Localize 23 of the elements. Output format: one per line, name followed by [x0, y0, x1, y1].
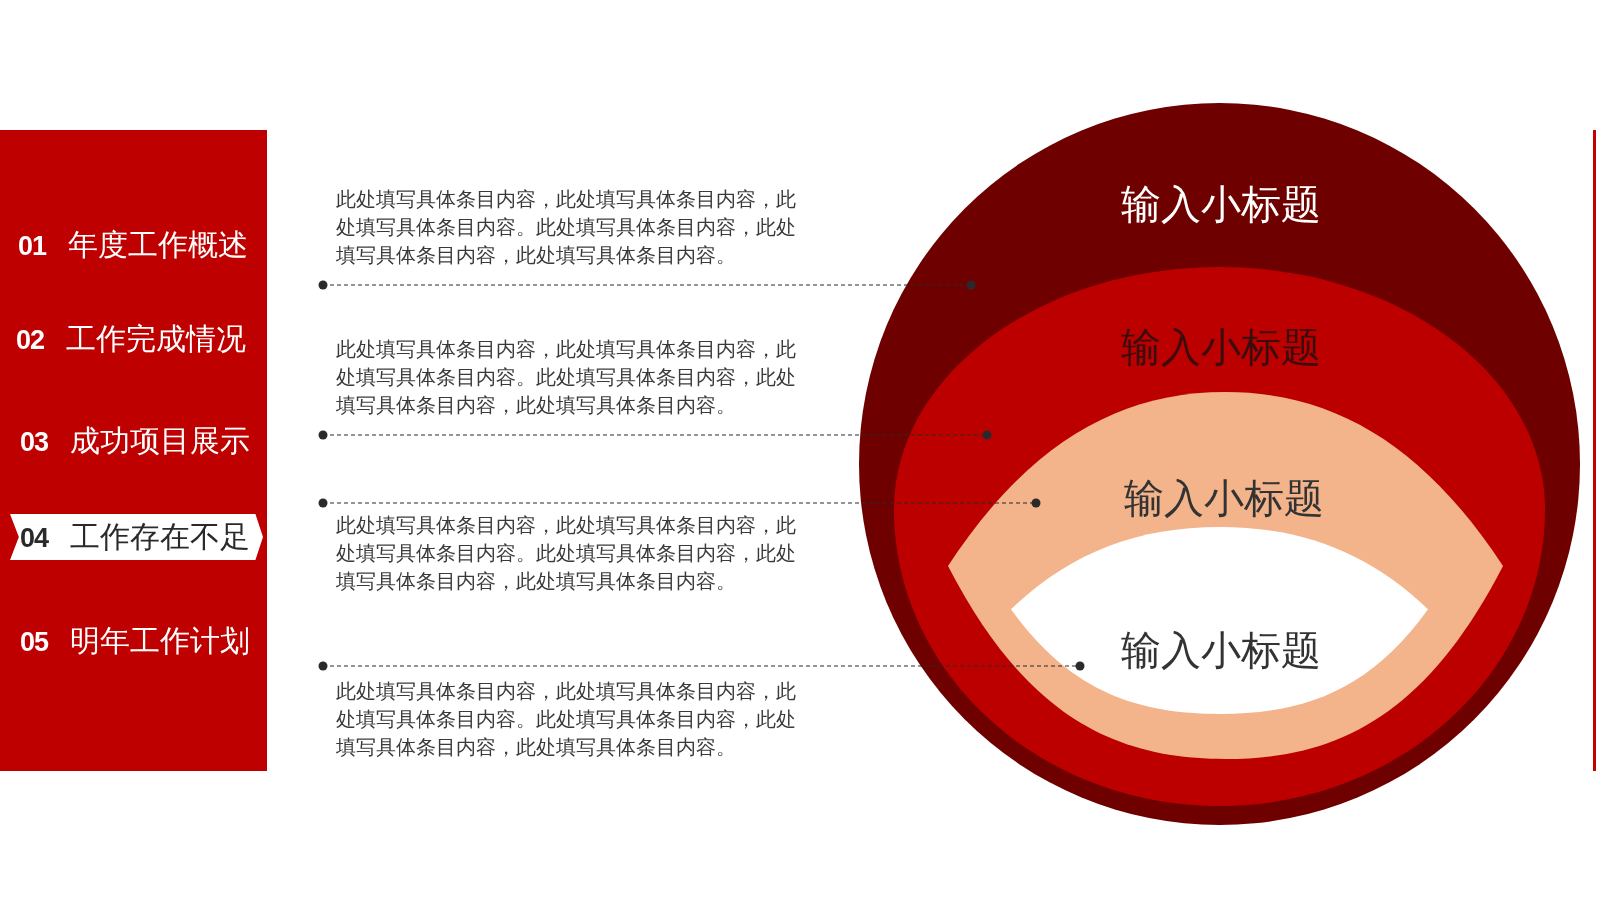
menu-item: 01 年度工作概述	[18, 227, 249, 263]
inner-lens-layer	[1011, 527, 1428, 714]
layer-title: 输入小标题	[1124, 475, 1324, 522]
leader-line	[318, 498, 1041, 508]
body-text: 此处填写具体条目内容，此处填写具体条目内容，此处填写具体条目内容。此处填写具体条目内容，此处填写具体条目内容，此处填写具体条目内容。	[336, 513, 797, 594]
leader-line	[318, 430, 992, 440]
lens-layer	[948, 392, 1503, 759]
body-text: 此处填写具体条目内容，此处填写具体条目内容，此处填写具体条目内容。此处填写具体条目内容，此处填写具体条目内容，此处填写具体条目内容。	[336, 187, 797, 268]
outer-circle-layer	[859, 103, 1580, 825]
layer-title: 输入小标题	[1121, 627, 1321, 674]
menu-item: 04 工作存在不足	[20, 519, 251, 555]
layer-title: 输入小标题	[1121, 181, 1321, 228]
menu-item: 02 工作完成情况	[16, 321, 247, 357]
leader-line	[318, 280, 976, 290]
body-text: 此处填写具体条目内容，此处填写具体条目内容，此处填写具体条目内容。此处填写具体条目内容，此处填写具体条目内容，此处填写具体条目内容。	[336, 337, 797, 418]
menu-item: 03 成功项目展示	[20, 423, 251, 459]
body-text: 此处填写具体条目内容，此处填写具体条目内容，此处填写具体条目内容。此处填写具体条目内容，此处填写具体条目内容，此处填写具体条目内容。	[336, 679, 797, 760]
highlight-banner	[10, 514, 263, 560]
leader-line	[318, 661, 1085, 671]
layer-title: 输入小标题	[1121, 324, 1321, 371]
middle-layer	[894, 267, 1545, 806]
sidebar-panel	[0, 130, 267, 771]
menu-item: 05 明年工作计划	[20, 623, 251, 659]
